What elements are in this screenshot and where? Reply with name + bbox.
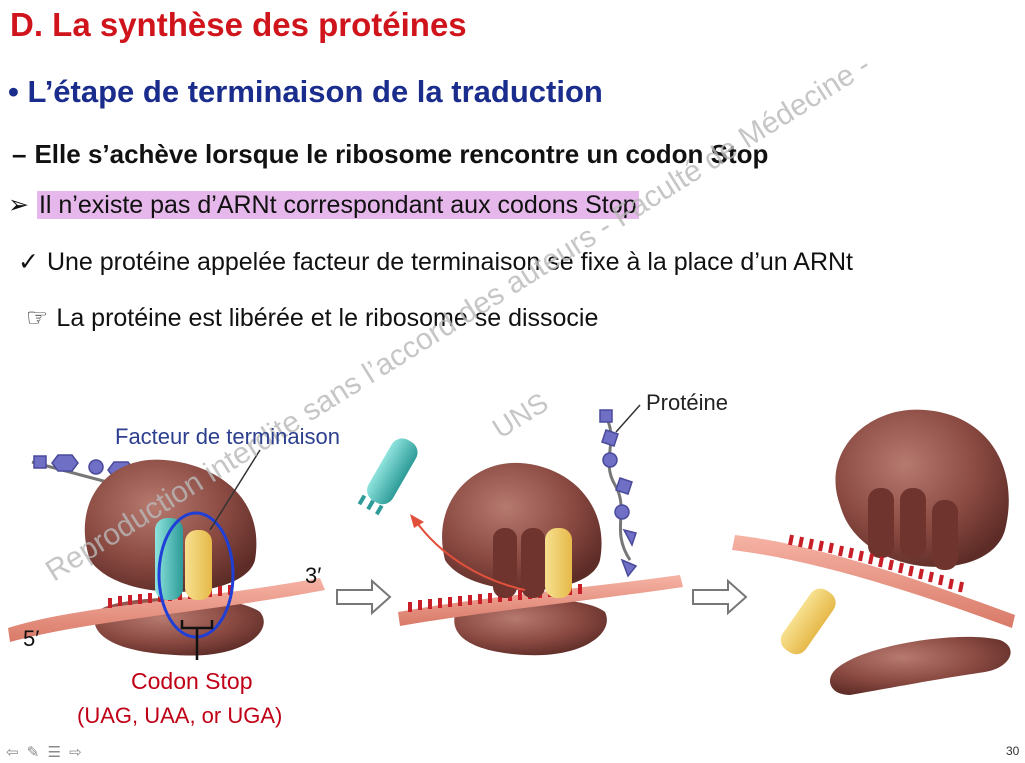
codon-bracket xyxy=(180,620,214,660)
pointing-hand-icon: ☞ xyxy=(26,304,49,332)
trna xyxy=(155,518,183,600)
release-factor xyxy=(185,530,212,600)
bullet-1: –Elle s’achève lorsque le ribosome renco… xyxy=(12,139,768,170)
released-factor xyxy=(780,588,836,655)
page-number: 30 xyxy=(1006,744,1020,758)
ribosome-small-subunit xyxy=(454,598,607,656)
large-subunit-site xyxy=(900,488,926,558)
slide-title: D. La synthèse des protéines xyxy=(10,6,467,43)
release-arrow-head-icon xyxy=(410,514,424,528)
large-subunit-site xyxy=(868,488,894,558)
panel-3 xyxy=(732,409,1015,695)
bullet-3: ✓Une protéine appelée facteur de termina… xyxy=(18,247,853,277)
step-arrow-2-icon xyxy=(692,578,748,616)
bullet-3-text: Une protéine appelée facteur de terminai… xyxy=(46,248,853,276)
empty-e-site xyxy=(521,528,545,598)
protein-pointer xyxy=(615,404,641,433)
large-subunit-site xyxy=(932,500,958,570)
mrna-strand xyxy=(732,535,1015,628)
label-termination-factor: Facteur de terminaison xyxy=(115,424,340,449)
arrow-marker-icon: ➢ xyxy=(8,191,29,219)
check-marker-icon: ✓ xyxy=(18,248,39,276)
bullet-2-text: Il n’existe pas d’ARNt correspondant aux… xyxy=(36,191,639,219)
label-stop-codon-list: (UAG, UAA, or UGA) xyxy=(77,703,283,728)
mrna-strand xyxy=(398,575,683,626)
bullet-2: ➢Il n’existe pas d’ARNt correspondant au… xyxy=(8,190,639,220)
bullet-4: ☞La protéine est libérée et le ribosome … xyxy=(26,303,598,333)
panel-2 xyxy=(357,404,683,656)
release-factor xyxy=(545,528,572,598)
label-5-prime: 5′ xyxy=(23,626,40,651)
empty-p-site xyxy=(493,528,517,598)
released-protein xyxy=(599,409,638,578)
slide-nav-controls[interactable]: ⇦ ✎ ☰ ⇨ xyxy=(6,744,84,761)
released-trna xyxy=(357,438,418,516)
label-3-prime: 3′ xyxy=(305,563,322,588)
label-protein: Protéine xyxy=(646,390,728,415)
bullet-4-text: La protéine est libérée et le ribosome s… xyxy=(56,304,599,332)
mrna-bases xyxy=(788,534,964,593)
release-arrow xyxy=(414,519,526,591)
ribosome-small-subunit xyxy=(830,636,1011,695)
label-stop-codon: Codon Stop xyxy=(131,668,253,694)
bullet-1-text: Elle s’achève lorsque le ribosome rencon… xyxy=(34,139,769,169)
step-arrow-1-icon xyxy=(336,578,392,616)
dash-marker: – xyxy=(12,139,27,169)
facteur-pointer xyxy=(209,449,261,531)
slide-subtitle: • L’étape de terminaison de la traductio… xyxy=(8,74,603,109)
panel-1 xyxy=(8,449,325,660)
